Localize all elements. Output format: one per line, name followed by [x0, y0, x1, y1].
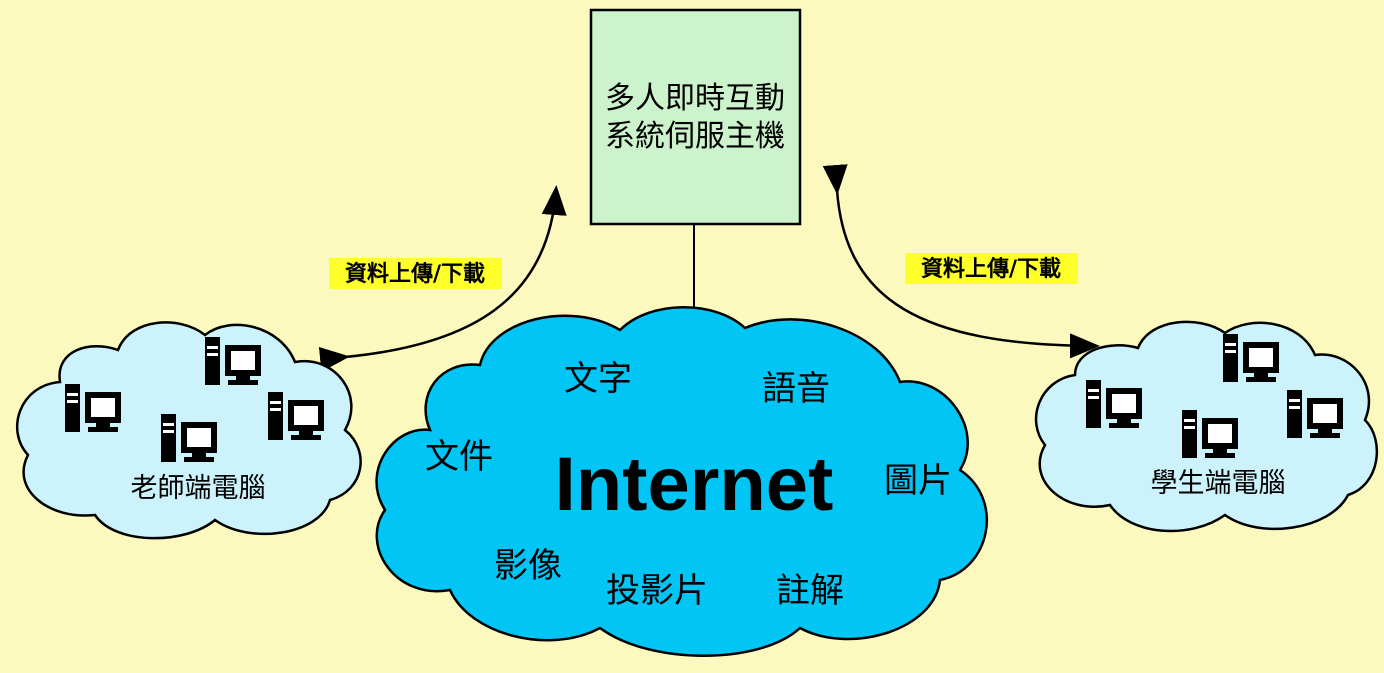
left-edge-label-group: 資料上傳/下載 — [329, 258, 502, 289]
left-upload-download-arrow — [318, 185, 567, 372]
server-label-line1: 多人即時互動 — [605, 81, 785, 116]
right-edge-label: 資料上傳/下載 — [921, 256, 1061, 282]
left-edge-label-highlight — [329, 258, 502, 289]
teacher-cloud: 老師端電腦 — [15, 321, 362, 540]
student-cloud: 學生端電腦 — [1034, 320, 1379, 533]
server-host: 多人即時互動 系統伺服主機 — [589, 8, 802, 226]
internet-cloud: Internet 文字 語音 文件 圖片 影像 投影片 註解 — [375, 306, 989, 657]
internet-title: Internet — [555, 442, 834, 527]
server-box — [589, 8, 802, 226]
cloud-item-text: 文字 — [564, 359, 632, 399]
cloud-item-slides: 投影片 — [606, 571, 708, 611]
left-edge-label: 資料上傳/下載 — [345, 261, 485, 287]
cloud-item-picture: 圖片 — [884, 461, 952, 501]
cloud-item-document: 文件 — [425, 437, 493, 477]
cloud-item-video: 影像 — [494, 546, 562, 586]
internet-cloud-shape — [375, 306, 989, 657]
right-edge-label-group: 資料上傳/下載 — [905, 253, 1078, 284]
teacher-label: 老師端電腦 — [131, 473, 266, 504]
cloud-item-annotation: 註解 — [776, 571, 844, 611]
server-label-line2: 系統伺服主機 — [605, 119, 785, 154]
cloud-item-voice: 語音 — [762, 369, 830, 409]
right-edge-label-highlight — [905, 253, 1078, 284]
right-upload-download-arrow — [822, 164, 1100, 359]
student-label: 學生端電腦 — [1151, 468, 1286, 499]
